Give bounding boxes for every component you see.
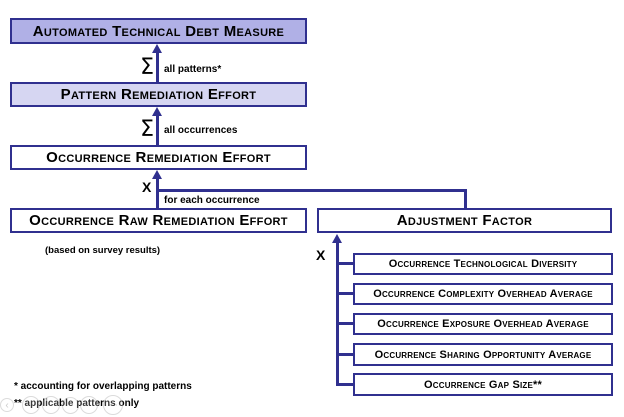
branch-factor-2 <box>339 292 353 295</box>
box-pattern-remediation-effort: Pattern Remediation Effort <box>10 82 307 107</box>
arrow-up-icon <box>152 170 162 179</box>
all-slides-icon[interactable] <box>62 397 79 414</box>
branch-factor-3 <box>339 322 353 325</box>
arrow-up-icon <box>152 107 162 116</box>
arrow-up-icon <box>332 234 342 243</box>
next-slide-icon[interactable] <box>22 396 40 414</box>
note-survey-results: (based on survey results) <box>45 245 161 256</box>
connector-multiply-occurrence <box>156 177 159 208</box>
edge-label-all-occurrences: all occurrences <box>164 125 238 136</box>
more-options-icon[interactable]: ⋯ <box>103 395 123 415</box>
box-automated-technical-debt-measure: Automated Technical Debt Measure <box>10 18 307 44</box>
box-occurrence-gap-size: Occurrence Gap Size** <box>353 373 613 396</box>
connector-sum-occurrences <box>156 114 159 145</box>
zoom-icon[interactable] <box>80 396 98 414</box>
sigma-operator: Σ <box>140 117 154 142</box>
box-occurrence-raw-remediation-effort: Occurrence Raw Remediation Effort <box>10 208 307 233</box>
edge-label-all-patterns: all patterns* <box>164 64 222 75</box>
multiply-operator: X <box>142 179 152 195</box>
box-occurrence-remediation-effort: Occurrence Remediation Effort <box>10 145 307 170</box>
connector-adjustment-stub <box>464 189 467 208</box>
connector-sum-patterns <box>156 51 159 82</box>
edge-label-for-each-occurrence: for each occurrence <box>164 195 260 206</box>
pen-icon[interactable] <box>42 396 60 414</box>
branch-factor-1 <box>339 262 353 265</box>
connector-multiply-factors <box>336 241 339 386</box>
previous-slide-icon[interactable]: ‹ <box>0 398 14 412</box>
sigma-operator: Σ <box>140 55 154 80</box>
box-occurrence-exposure-overhead-average: Occurrence Exposure Overhead Average <box>353 313 613 335</box>
branch-factor-5 <box>339 383 353 386</box>
footnote-overlapping-patterns: * accounting for overlapping patterns <box>14 381 192 392</box>
box-occurrence-complexity-overhead-average: Occurrence Complexity Overhead Average <box>353 283 613 305</box>
box-occurrence-sharing-opportunity-average: Occurrence Sharing Opportunity Average <box>353 343 613 366</box>
multiply-operator: X <box>316 247 326 263</box>
branch-factor-4 <box>339 353 353 356</box>
arrow-up-icon <box>152 44 162 53</box>
box-occurrence-technological-diversity: Occurrence Technological Diversity <box>353 253 613 275</box>
connector-adjustment-horizontal <box>158 189 467 192</box>
box-adjustment-factor: Adjustment Factor <box>317 208 612 233</box>
